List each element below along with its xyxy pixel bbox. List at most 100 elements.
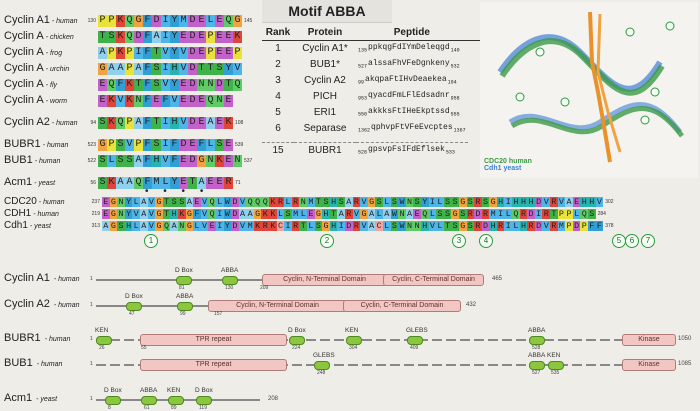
rank-cell: 4 [275,90,281,102]
residue: N [398,208,406,219]
seq-end: 71 [235,179,241,186]
residue: K [253,220,262,231]
start-position: 1 [90,276,93,282]
residue: R [550,196,558,207]
end-position: 1085 [678,361,692,367]
residue: I [215,220,224,231]
protein-name: BUB1 [4,357,33,369]
peptide-cell: 135ppkqgFdIYmDeleqgd140 [356,40,468,56]
residue: S [98,154,107,167]
residue: D [188,116,197,129]
residue: H [588,196,596,207]
residue: D [188,154,197,167]
residue: E [224,30,233,43]
protein-name: Cdh1 [4,219,28,231]
residue: P [107,46,116,59]
protein-name: Acm1 [4,392,33,404]
residue: R [224,176,233,189]
residue: T [299,220,308,231]
rank-cell: 3 [275,74,281,86]
residue: V [233,62,242,75]
residue: E [179,176,188,189]
residue: G [451,208,459,219]
residue: L [284,196,292,207]
residue: R [496,220,505,231]
residue: I [161,138,170,151]
residue: S [322,196,330,207]
residue: F [143,46,152,59]
residue: T [197,62,206,75]
seq-start: 523 [87,141,96,148]
residue: K [107,94,116,107]
protein-domain: Cyclin, C-Terminal Domain [343,300,461,312]
rank-cell: 15 [272,145,284,156]
species-label: CDH1- human [4,207,88,221]
residue: R [474,220,482,231]
protein-cell: BUBR1 [308,145,342,156]
species-name: - human [53,302,80,309]
seq-end: 378 [605,222,614,229]
residue: I [337,220,345,231]
domain-position: 157 [214,311,223,317]
residue: S [152,78,161,91]
residue: A [102,220,110,231]
protein-domain: Kinase [622,359,676,371]
residue: I [504,220,513,231]
residue: A [367,208,376,219]
protein-cell: BUB1* [309,58,340,70]
domain-position: 55 [141,345,147,351]
motif-position: 99 [180,311,186,317]
residue: I [496,208,505,219]
residue: E [215,30,224,43]
residue: H [170,62,179,75]
motif-position: 409 [410,345,419,351]
peptide-start: 528 [358,149,368,156]
residue: H [170,116,179,129]
motif-position: 89 [171,405,177,411]
residue: S [116,154,125,167]
peptide-end: 533 [445,149,455,156]
conservation-dots: • • • • [145,186,210,197]
protein-label: Acm1- yeast [4,392,57,404]
seq-end: 108 [235,119,244,126]
protein-cell: Cyclin A1* [302,42,348,54]
residue: S [314,220,323,231]
residue: K [125,78,134,91]
residue: V [147,196,156,207]
residue: A [197,176,206,189]
motif-label: ABBA [176,293,194,300]
residue: H [152,154,161,167]
residue: A [206,116,215,129]
residue: S [337,196,345,207]
peptide-start: 1362 [358,127,371,134]
residue: Q [134,176,143,189]
residue: K [116,46,125,59]
species-label: Cyclin A1- human [4,14,84,28]
residue: Q [208,196,216,207]
residue: F [143,78,152,91]
residue: P [125,46,134,59]
motif-position: 119 [199,405,207,411]
peptide-end: 140 [450,47,460,54]
peptide-seq: akqpaFtIHvDeaekea [365,74,447,84]
residue: N [299,196,308,207]
residue: T [98,30,107,43]
residue: M [179,14,188,27]
peptide-end: 958 [450,95,460,102]
residue: V [179,62,188,75]
residue: H [527,196,535,207]
residue: G [155,208,163,219]
residue: L [307,220,315,231]
residue: V [179,116,188,129]
residue: T [550,208,558,219]
residue: L [428,208,437,219]
residue: G [458,196,467,207]
peptide-end: 555 [450,111,460,118]
residue: I [534,208,543,219]
species-name: - human [34,157,61,165]
